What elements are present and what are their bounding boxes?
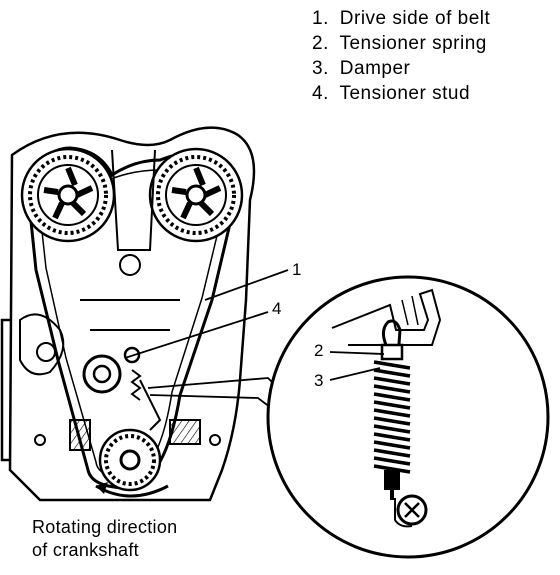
legend-label: Damper [339, 58, 411, 79]
legend-number: 4. [312, 83, 329, 104]
legend-label: Drive side of belt [339, 8, 491, 29]
bolt-icon [394, 494, 428, 528]
callout-4: 4 [272, 299, 281, 318]
caption-line-1: Rotating direction [32, 517, 178, 537]
detail-leader-lines [329, 351, 385, 381]
rotation-arrow [95, 482, 169, 498]
right-camshaft-sprocket [148, 147, 244, 243]
callout-1: 1 [292, 260, 301, 279]
engine-block-outline [0, 126, 256, 502]
callout-3: 3 [314, 371, 323, 390]
legend-number: 1. [312, 8, 329, 29]
tensioner-pulley [82, 354, 122, 394]
tensioner-spring-detail [373, 319, 411, 500]
crankshaft-sprocket [98, 428, 162, 492]
parts-legend: 1. Drive side of belt 2. Tensioner sprin… [312, 6, 490, 106]
legend-item: 2. Tensioner spring [312, 31, 490, 56]
engine-details [19, 149, 221, 451]
rotation-caption: Rotating direction of crankshaft [32, 516, 177, 562]
small-tensioner-spring [130, 369, 142, 401]
legend-item: 4. Tensioner stud [312, 81, 490, 106]
legend-label: Tensioner stud [339, 83, 471, 104]
legend-label: Tensioner spring [339, 33, 487, 54]
callout-2: 2 [314, 341, 323, 360]
legend-item: 1. Drive side of belt [312, 6, 490, 31]
caption-line-2: of crankshaft [32, 540, 139, 560]
left-camshaft-sprocket [20, 147, 116, 243]
legend-item: 3. Damper [312, 56, 490, 81]
legend-number: 2. [312, 33, 329, 54]
legend-number: 3. [312, 58, 329, 79]
